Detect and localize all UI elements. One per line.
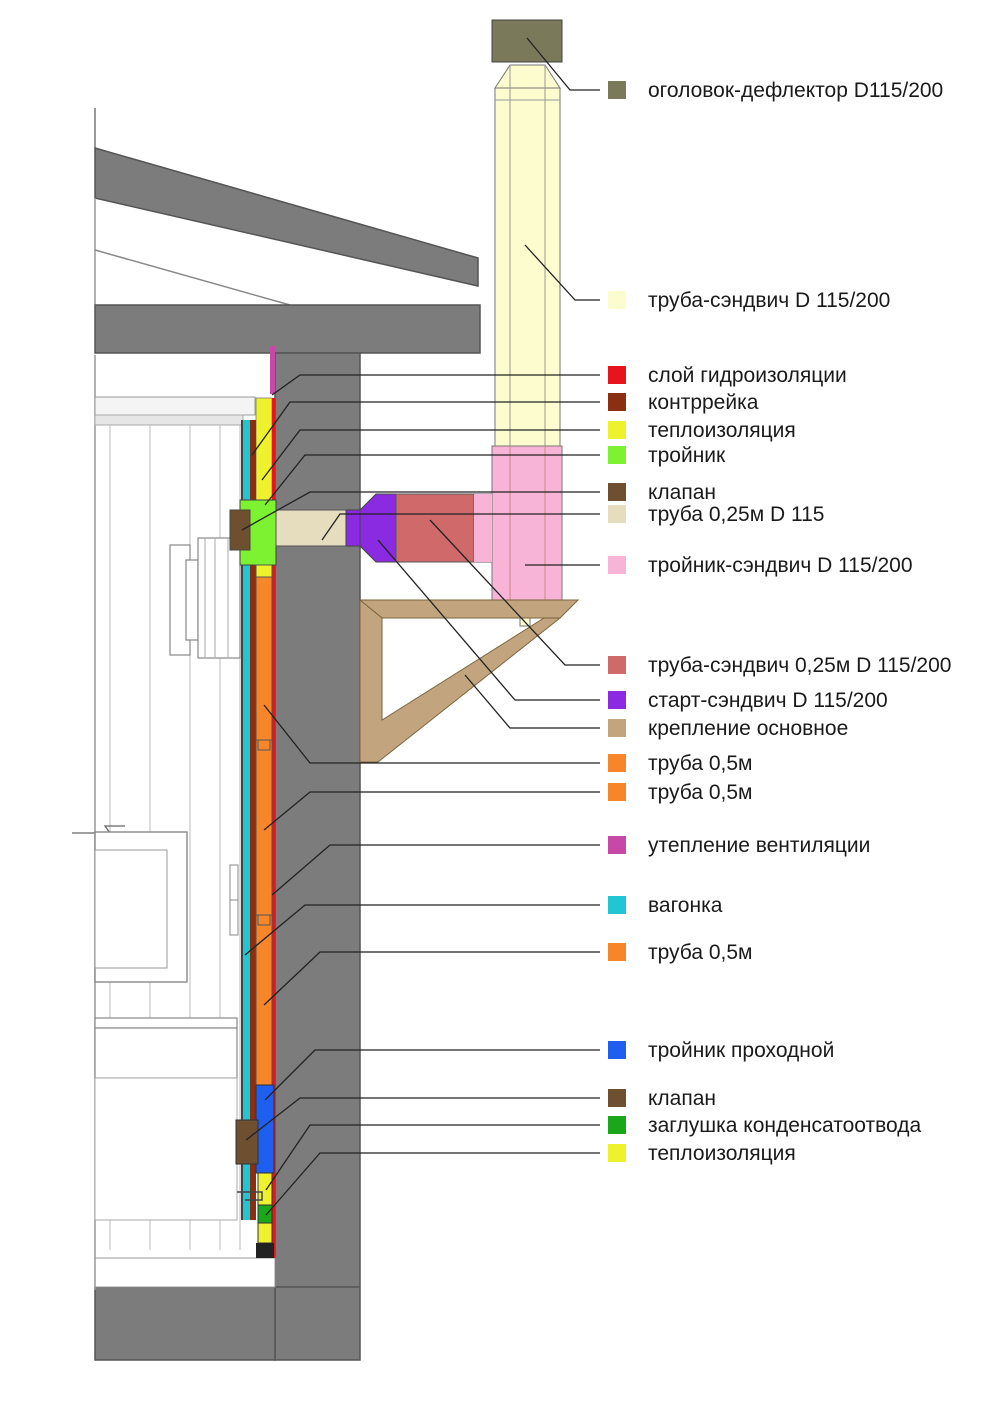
legend-swatch-valve1 — [608, 483, 626, 501]
vertical-chimney — [474, 19, 563, 627]
legend: оголовок-дефлектор D115/200 труба-сэндвич… — [608, 79, 951, 1165]
legend-label-startsand: старт-сэндвич D 115/200 — [648, 689, 888, 712]
main-bracket — [358, 598, 580, 763]
legend-swatch-lining — [608, 896, 626, 914]
legend-swatch-sand025 — [608, 656, 626, 674]
legend-label-tee: тройник — [648, 444, 726, 467]
floor — [94, 1257, 276, 1361]
legend-swatch-plug — [608, 1116, 626, 1134]
legend-label-ventins: утепление вентиляции — [648, 834, 870, 857]
legend-label-waterproof: слой гидроизоляции — [648, 364, 847, 387]
wall-layers — [229, 346, 277, 1258]
legend-swatch-mount — [608, 719, 626, 737]
legend-label-valve2: клапан — [648, 1087, 716, 1110]
legend-label-pipe05b: труба 0,5м — [648, 781, 753, 804]
legend-swatch-sandwich — [608, 291, 626, 309]
legend-label-pipe05a: труба 0,5м — [648, 752, 753, 775]
legend-label-valve1: клапан — [648, 481, 716, 504]
legend-swatch-headcap — [608, 81, 626, 99]
legend-label-pipe025: труба 0,25м D 115 — [648, 503, 824, 526]
leader-lines — [241, 37, 600, 1216]
interior — [72, 355, 256, 1290]
legend-swatch-pipe05a — [608, 754, 626, 772]
legend-label-plug: заглушка конденсатоотвода — [648, 1114, 922, 1137]
legend-label-sand025: труба-сэндвич 0,25м D 115/200 — [648, 654, 951, 677]
legend-swatch-pipe05c — [608, 943, 626, 961]
legend-label-headcap: оголовок-дефлектор D115/200 — [648, 79, 943, 102]
legend-label-insul1: теплоизоляция — [648, 419, 796, 442]
legend-swatch-waterproof — [608, 366, 626, 384]
legend-swatch-passtee — [608, 1041, 626, 1059]
legend-label-sandwich: труба-сэндвич D 115/200 — [648, 289, 890, 312]
legend-swatch-ventins — [608, 836, 626, 854]
legend-label-batten: контррейка — [648, 391, 759, 414]
legend-label-insul2: теплоизоляция — [648, 1142, 796, 1165]
legend-label-teesand: тройник-сэндвич D 115/200 — [648, 554, 913, 577]
legend-label-passtee: тройник проходной — [648, 1039, 834, 1062]
legend-label-mount: крепление основное — [648, 717, 848, 740]
legend-swatch-insul2 — [608, 1144, 626, 1162]
legend-swatch-insul1 — [608, 421, 626, 439]
legend-swatch-tee — [608, 446, 626, 464]
legend-swatch-valve2 — [608, 1089, 626, 1107]
legend-swatch-batten — [608, 393, 626, 411]
legend-label-pipe05c: труба 0,5м — [648, 941, 753, 964]
legend-label-lining: вагонка — [648, 894, 723, 917]
legend-swatch-pipe05b — [608, 783, 626, 801]
roof — [94, 108, 481, 354]
legend-swatch-teesand — [608, 556, 626, 574]
legend-swatch-startsand — [608, 691, 626, 709]
legend-swatch-pipe025 — [608, 505, 626, 523]
